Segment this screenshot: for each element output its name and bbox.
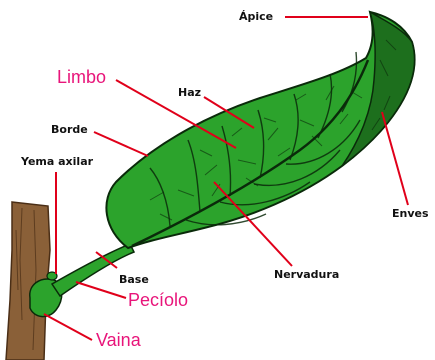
label-vaina: Vaina [96, 331, 141, 349]
label-apice: Ápice [239, 11, 273, 22]
leader-vaina [44, 314, 92, 340]
label-borde: Borde [51, 124, 88, 135]
label-base: Base [119, 274, 149, 285]
label-enves: Enves [392, 208, 429, 219]
label-peciolo: Pecíolo [128, 291, 188, 309]
leader-enves [382, 112, 408, 205]
leader-borde [94, 132, 148, 156]
label-nervadura: Nervadura [274, 269, 339, 280]
label-yema-axilar: Yema axilar [21, 156, 93, 167]
label-limbo: Limbo [57, 68, 106, 86]
label-haz: Haz [178, 87, 201, 98]
